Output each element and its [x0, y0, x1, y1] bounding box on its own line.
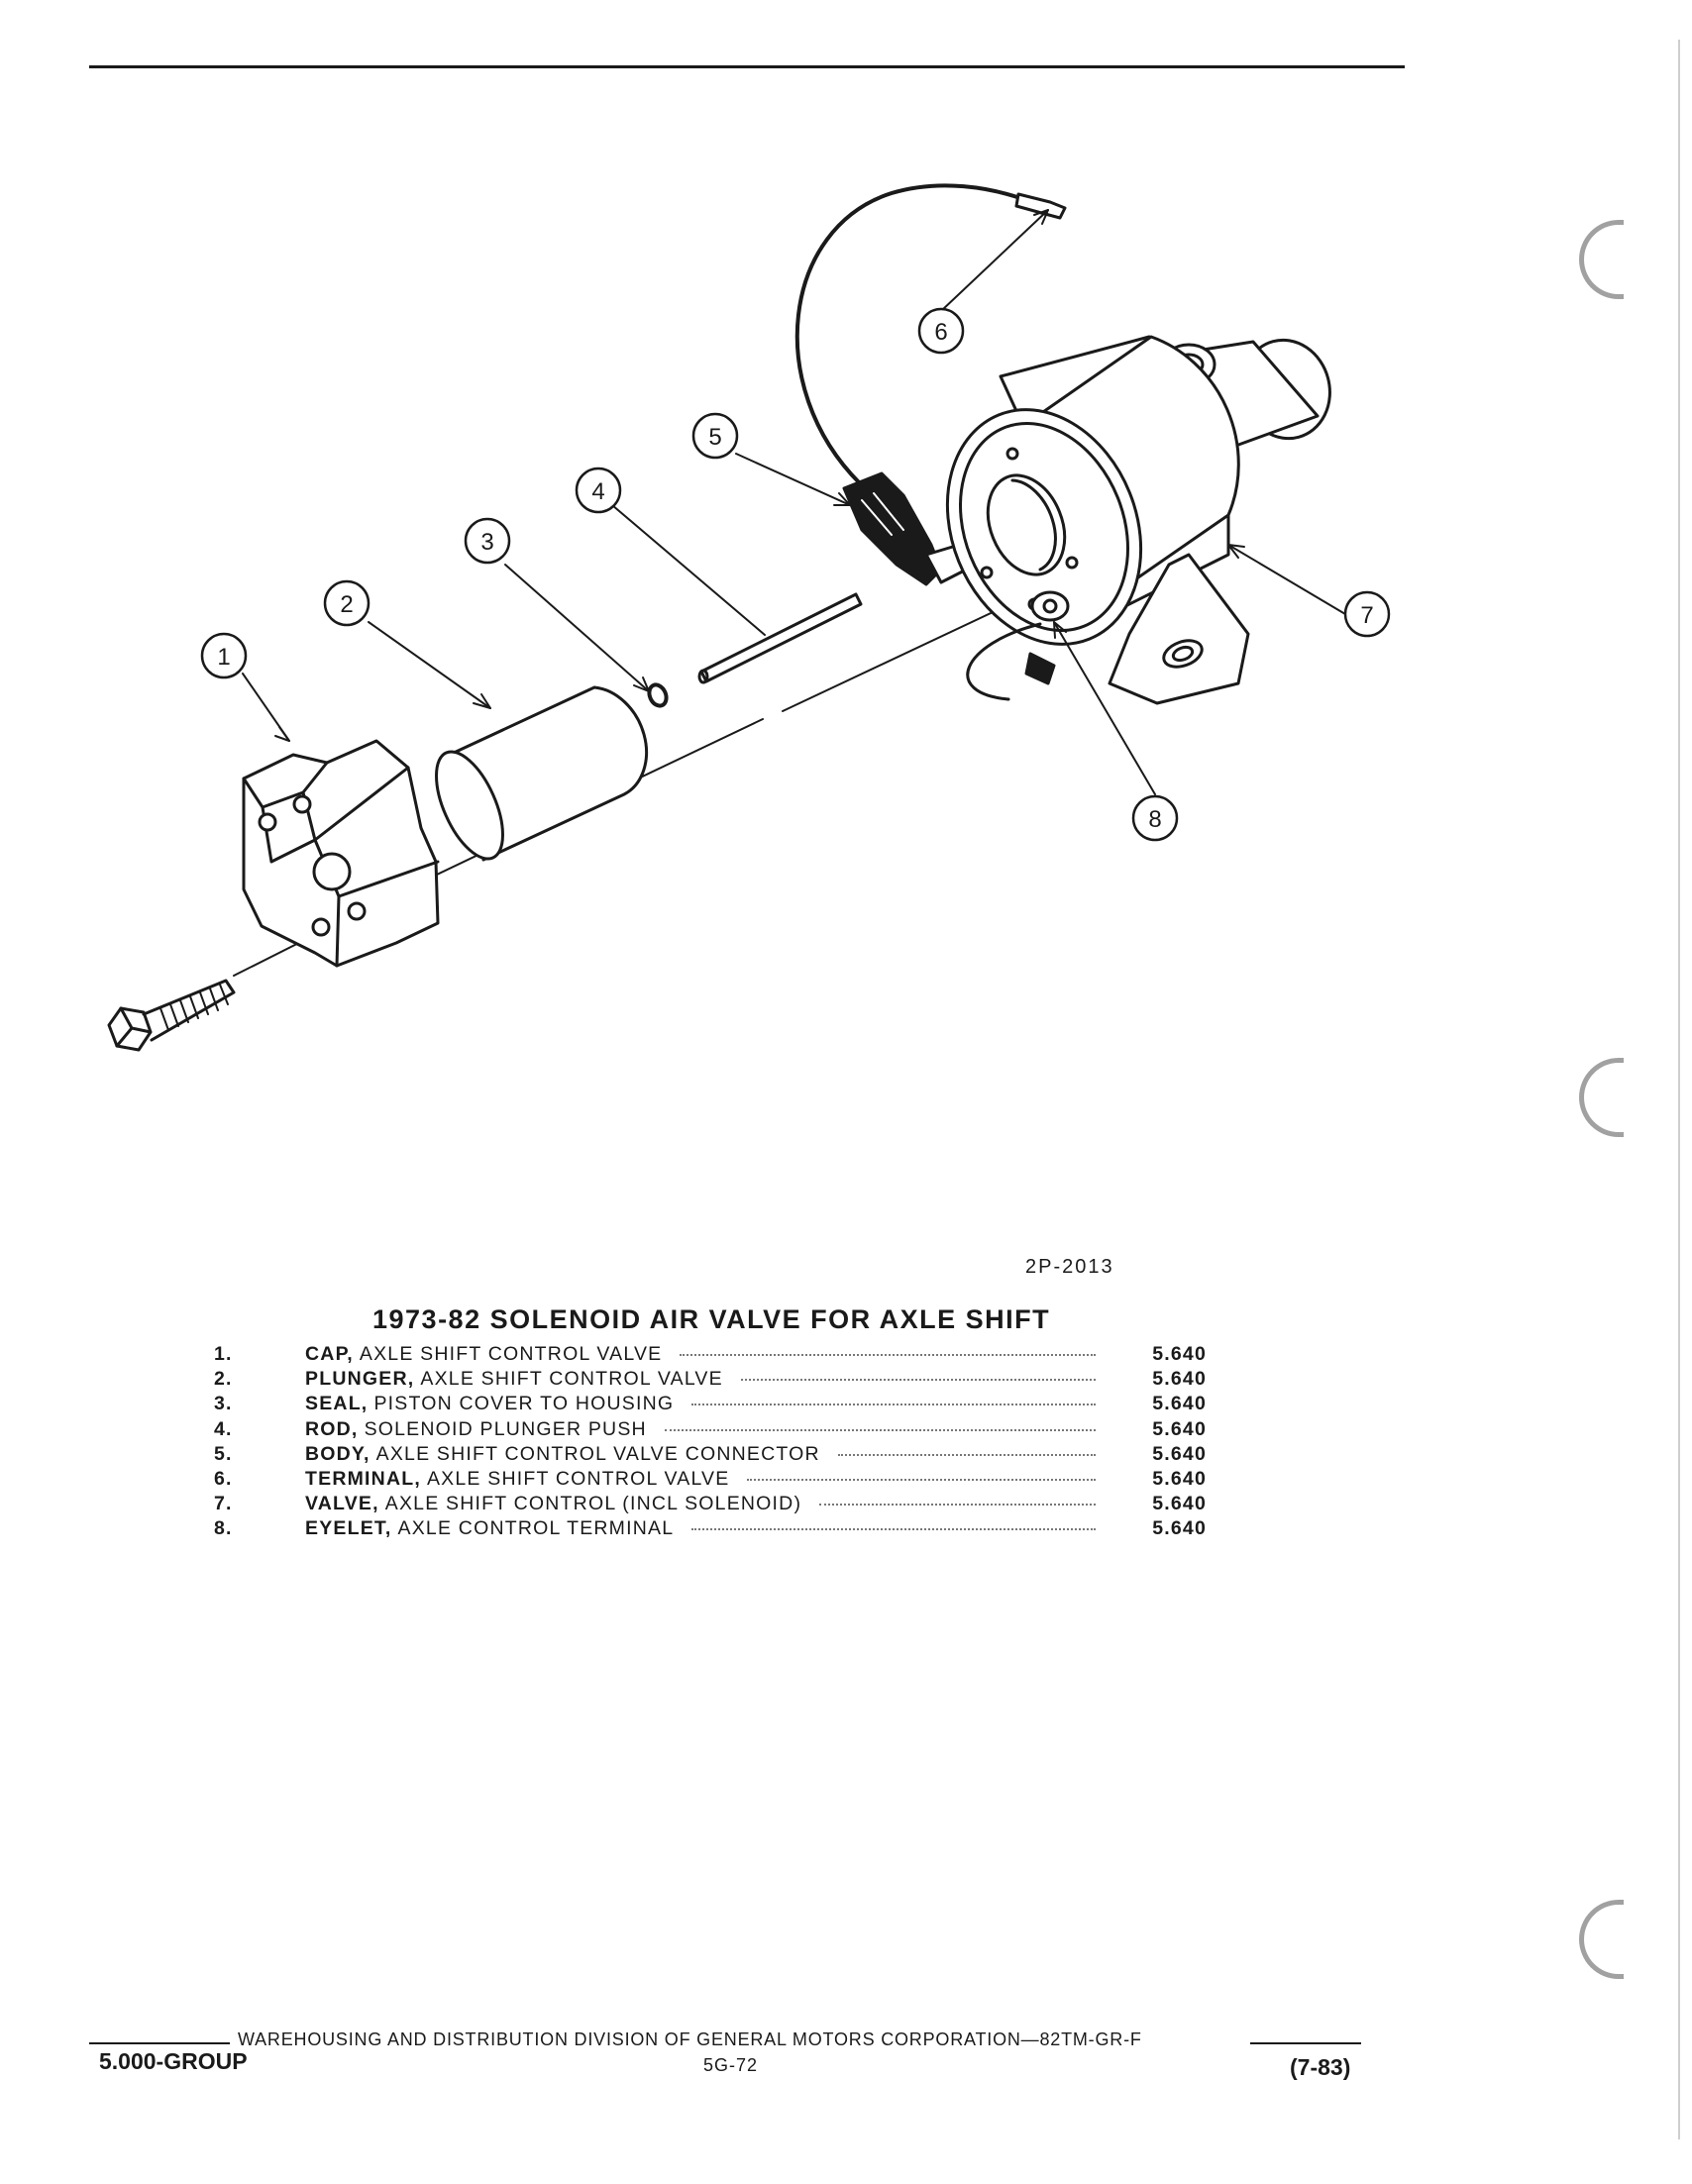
terminal-wire-icon — [794, 183, 1067, 485]
callout-7: 7 — [1343, 590, 1391, 638]
part-description: TERMINAL, AXLE SHIFT CONTROL VALVE — [305, 1468, 1117, 1491]
top-rule — [89, 65, 1405, 68]
dot-leader — [664, 1428, 1096, 1431]
parts-list-item: 3. SEAL, PISTON COVER TO HOUSING 5.640 — [214, 1393, 1244, 1417]
part-name: BODY, — [305, 1442, 370, 1465]
part-name: SEAL, — [305, 1393, 369, 1415]
parts-list-item: 5. BODY, AXLE SHIFT CONTROL VALVE CONNEC… — [214, 1443, 1244, 1468]
callout-1: 1 — [200, 632, 248, 679]
seal-ring-icon — [647, 682, 669, 708]
part-detail: AXLE SHIFT CONTROL VALVE — [426, 1467, 730, 1490]
callout-5: 5 — [691, 412, 739, 460]
part-number: 2. — [214, 1368, 233, 1391]
part-number: 7. — [214, 1493, 233, 1515]
part-detail: PISTON COVER TO HOUSING — [373, 1393, 675, 1415]
parts-list: 1. CAP, AXLE SHIFT CONTROL VALVE 5.640 2… — [214, 1343, 1244, 1543]
callout-2: 2 — [323, 579, 370, 627]
callout-6-label: 6 — [934, 319, 947, 346]
dot-leader — [837, 1453, 1096, 1456]
parts-list-title: 1973-82 SOLENOID AIR VALVE FOR AXLE SHIF… — [372, 1304, 1051, 1334]
push-rod-icon — [697, 592, 863, 684]
callout-8: 8 — [1131, 794, 1179, 842]
part-detail: AXLE CONTROL TERMINAL — [397, 1517, 675, 1540]
part-number: 4. — [214, 1417, 233, 1440]
part-name: ROD, — [305, 1417, 359, 1440]
callout-3: 3 — [464, 517, 511, 565]
dot-leader — [747, 1478, 1096, 1481]
part-description: EYELET, AXLE CONTROL TERMINAL — [305, 1517, 1117, 1540]
callout-8-label: 8 — [1148, 806, 1161, 833]
callout-3-label: 3 — [480, 529, 493, 556]
part-number: 5. — [214, 1442, 233, 1465]
footer-date: (7-83) — [1290, 2054, 1351, 2080]
bolt-icon — [107, 979, 236, 1052]
binder-hole-bottom — [1579, 1900, 1624, 1979]
dot-leader — [691, 1528, 1096, 1531]
cap-block-icon — [242, 739, 440, 968]
dot-leader — [819, 1504, 1096, 1507]
part-description: SEAL, PISTON COVER TO HOUSING — [305, 1393, 1117, 1415]
part-name: VALVE, — [305, 1493, 379, 1515]
part-group-number: 5.640 — [1152, 1417, 1207, 1440]
plunger-cylinder-icon — [435, 685, 648, 862]
part-number: 3. — [214, 1393, 233, 1415]
callout-2-label: 2 — [340, 591, 353, 618]
part-description: PLUNGER, AXLE SHIFT CONTROL VALVE — [305, 1368, 1117, 1391]
footer-rule-left — [89, 2042, 230, 2044]
part-number: 6. — [214, 1467, 233, 1490]
part-description: CAP, AXLE SHIFT CONTROL VALVE — [305, 1343, 1117, 1366]
callout-5-label: 5 — [708, 424, 721, 451]
footer-rule-right — [1250, 2042, 1361, 2044]
footer-page-number: 5G-72 — [703, 2055, 759, 2075]
part-group-number: 5.640 — [1152, 1393, 1207, 1415]
part-detail: AXLE SHIFT CONTROL VALVE — [359, 1343, 663, 1365]
part-detail: SOLENOID PLUNGER PUSH — [364, 1417, 647, 1440]
part-name: TERMINAL, — [305, 1467, 421, 1490]
dot-leader — [680, 1354, 1096, 1356]
dot-leader — [740, 1379, 1096, 1382]
part-group-number: 5.640 — [1152, 1343, 1207, 1365]
part-name: PLUNGER, — [305, 1368, 415, 1391]
part-description: ROD, SOLENOID PLUNGER PUSH — [305, 1418, 1117, 1441]
parts-list-item: 4. ROD, SOLENOID PLUNGER PUSH 5.640 — [214, 1418, 1244, 1443]
figure-code: 2P-2013 — [1025, 1256, 1114, 1278]
exploded-view-drawing: 1 2 3 4 5 6 7 8 — [107, 183, 1391, 1052]
part-name: CAP, — [305, 1343, 354, 1365]
part-description: VALVE, AXLE SHIFT CONTROL (INCL SOLENOID… — [305, 1493, 1117, 1515]
parts-list-item: 6. TERMINAL, AXLE SHIFT CONTROL VALVE 5.… — [214, 1468, 1244, 1493]
part-group-number: 5.640 — [1152, 1517, 1207, 1540]
part-number: 1. — [214, 1343, 233, 1365]
callout-4: 4 — [575, 467, 622, 514]
part-group-number: 5.640 — [1152, 1442, 1207, 1465]
valve-body-icon — [945, 335, 1331, 705]
parts-list-item: 2. PLUNGER, AXLE SHIFT CONTROL VALVE 5.6… — [214, 1368, 1244, 1393]
parts-list-item: 8. EYELET, AXLE CONTROL TERMINAL 5.640 — [214, 1517, 1244, 1542]
part-group-number: 5.640 — [1152, 1467, 1207, 1490]
callout-1-label: 1 — [217, 644, 230, 671]
part-number: 8. — [214, 1517, 233, 1540]
footer-group: 5.000-GROUP — [99, 2048, 248, 2074]
binder-edge — [1678, 40, 1680, 2139]
footer-publisher: WAREHOUSING AND DISTRIBUTION DIVISION OF… — [238, 2029, 1142, 2049]
part-group-number: 5.640 — [1152, 1493, 1207, 1515]
callout-7-label: 7 — [1360, 602, 1373, 629]
part-detail: AXLE SHIFT CONTROL VALVE CONNECTOR — [375, 1442, 820, 1465]
part-detail: AXLE SHIFT CONTROL VALVE — [420, 1368, 723, 1391]
callout-6: 6 — [917, 307, 965, 355]
part-name: EYELET, — [305, 1517, 392, 1540]
leader-lines — [242, 209, 1346, 795]
parts-list-item: 7. VALVE, AXLE SHIFT CONTROL (INCL SOLEN… — [214, 1493, 1244, 1517]
parts-list-item: 1. CAP, AXLE SHIFT CONTROL VALVE 5.640 — [214, 1343, 1244, 1368]
callout-4-label: 4 — [591, 478, 604, 505]
part-description: BODY, AXLE SHIFT CONTROL VALVE CONNECTOR — [305, 1443, 1117, 1466]
eyelet-icon — [966, 590, 1070, 701]
dot-leader — [691, 1404, 1096, 1406]
part-group-number: 5.640 — [1152, 1368, 1207, 1391]
part-detail: AXLE SHIFT CONTROL (INCL SOLENOID) — [384, 1493, 802, 1515]
